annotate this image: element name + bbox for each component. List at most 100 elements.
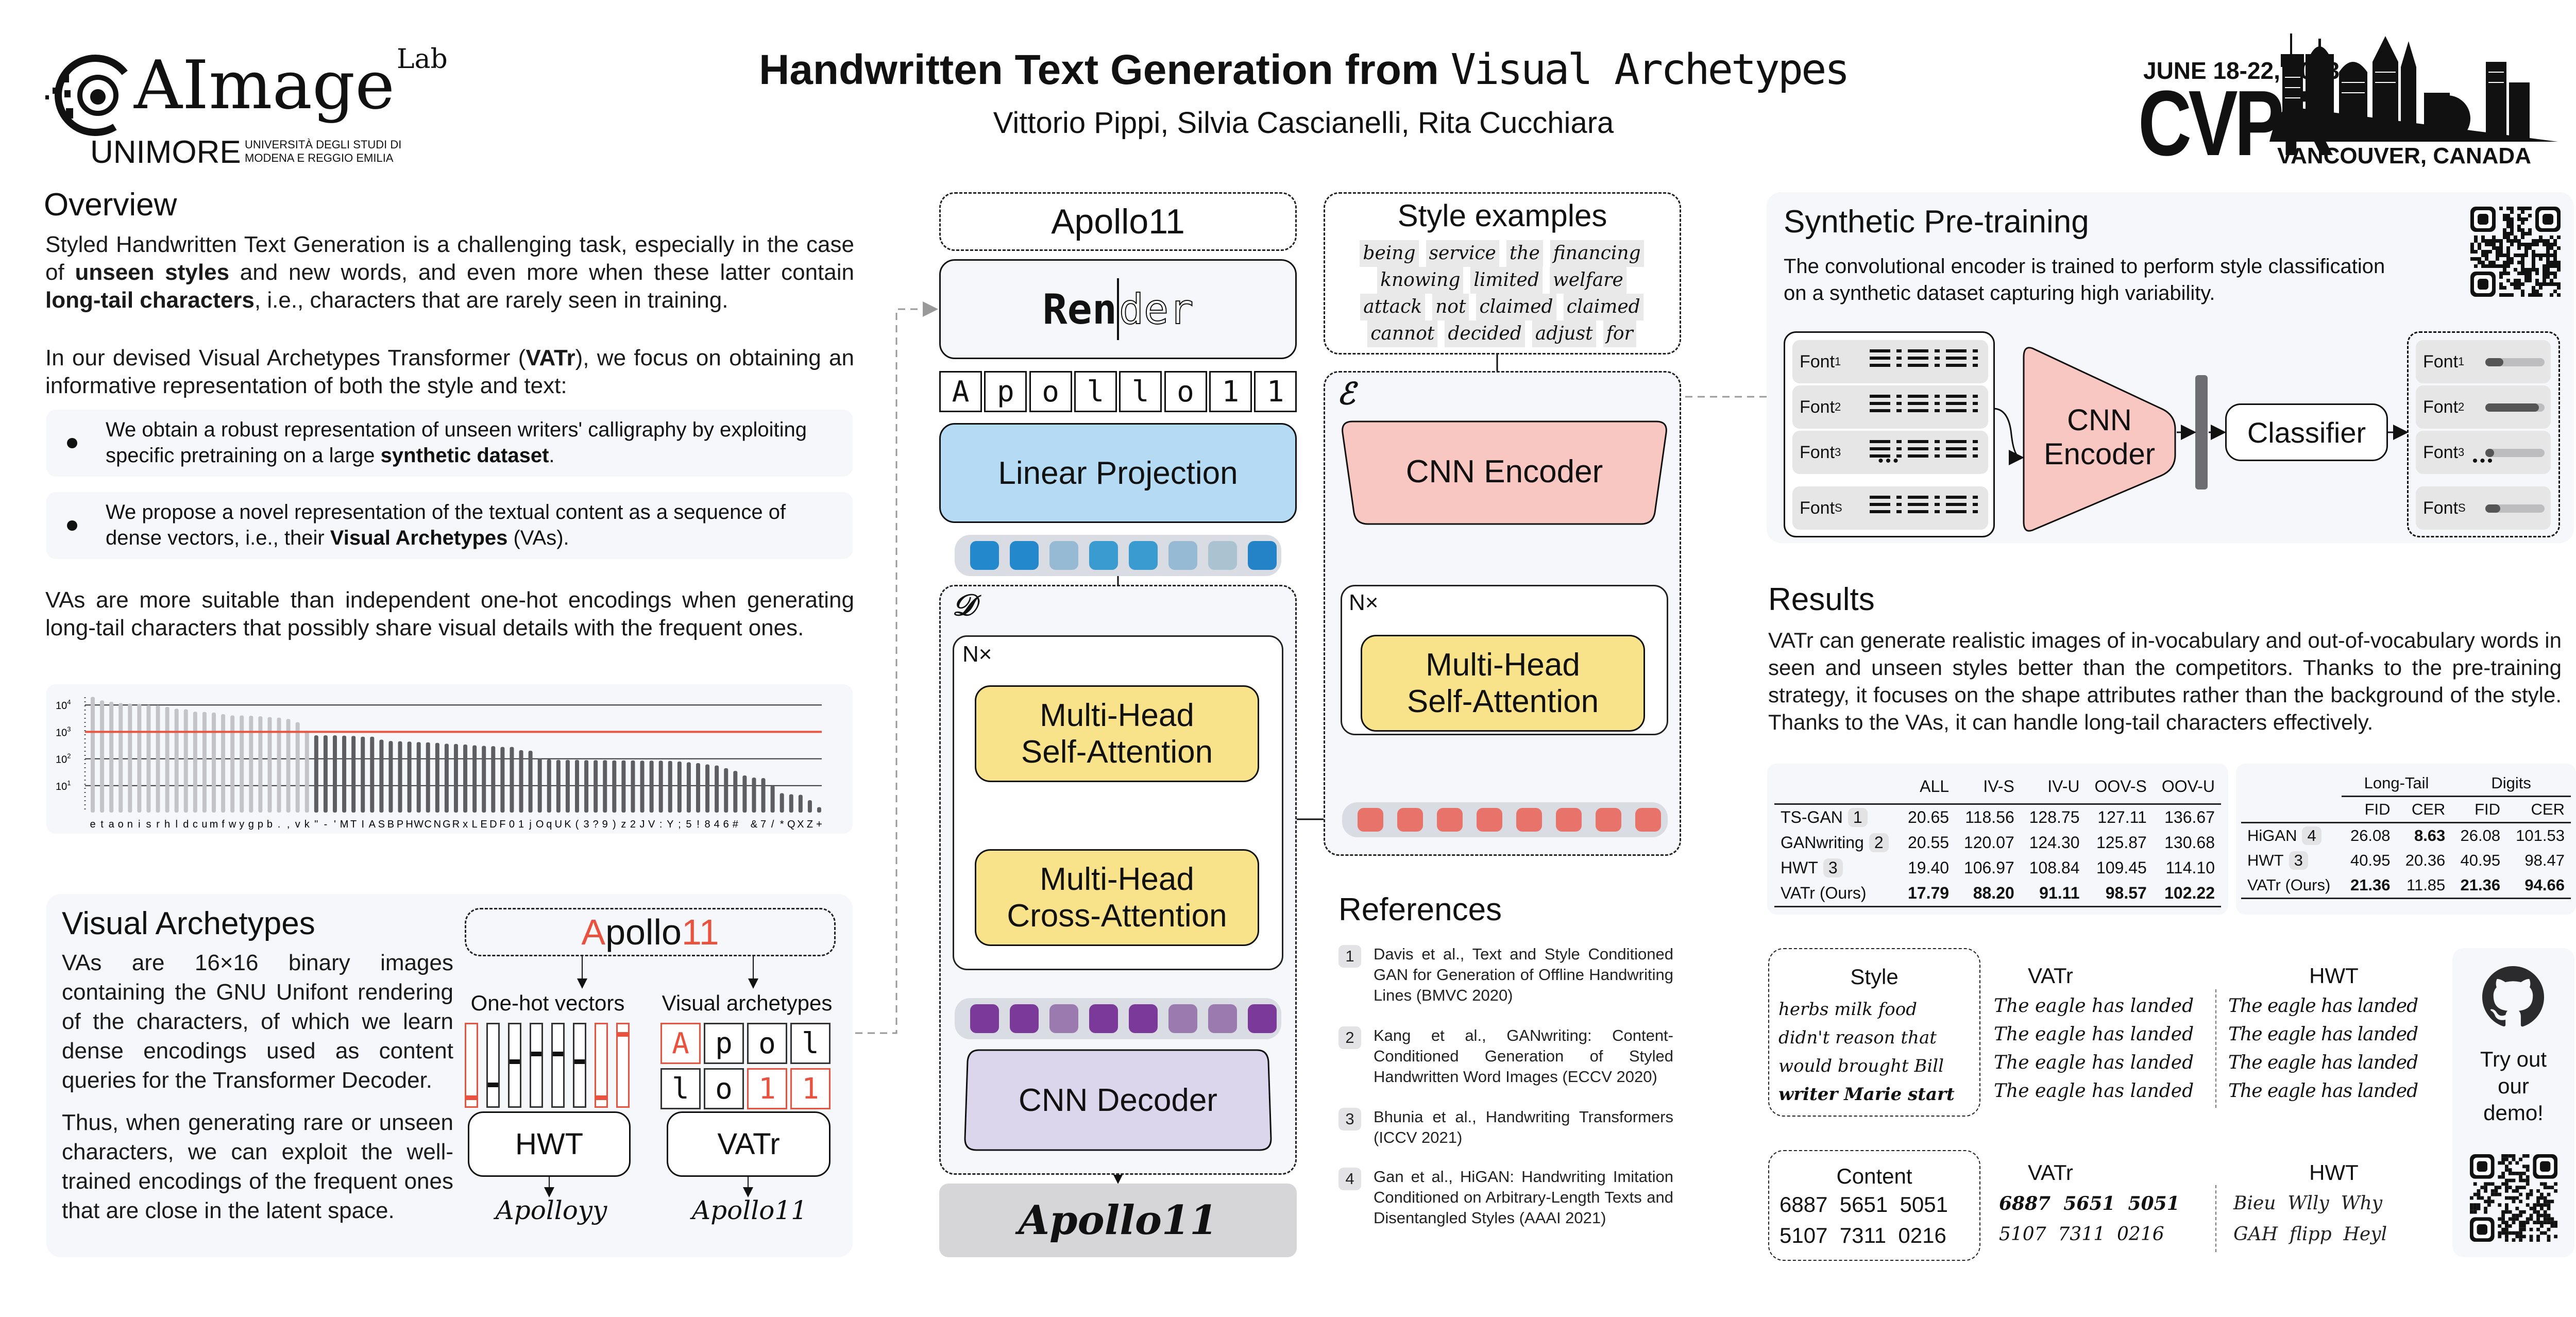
generated-output: Apollo11: [939, 1184, 1297, 1257]
emphasis-va: Visual Archetypes: [330, 527, 508, 549]
hwt-digits-row-1: Bieu Wlly Why: [2233, 1193, 2383, 1214]
chart-bar: [789, 794, 793, 813]
onehot-vector: [530, 1023, 543, 1108]
content-token-strip: [955, 535, 1281, 576]
chart-bar: [612, 760, 617, 813]
value-cell: 26.08: [2350, 826, 2391, 845]
text: .: [549, 444, 555, 467]
chart-bar: [267, 717, 272, 813]
style-word-image: claimed: [1476, 294, 1556, 320]
reference-text: Kang et al., GANwriting: Content-Conditi…: [1374, 1026, 1673, 1086]
rendered-char-box: o: [1164, 371, 1207, 412]
pretraining-heading: Synthetic Pre-training: [1784, 204, 2089, 240]
chart-bar: [463, 744, 468, 813]
chart-bar: [482, 746, 486, 813]
x-tick-label: y: [239, 819, 244, 830]
x-tick-label: 3: [584, 819, 589, 830]
text: ), we focus on obtaining an informative …: [45, 345, 854, 398]
x-tick-label: e: [90, 819, 95, 830]
chart-bar: [342, 735, 347, 813]
chart-bar: [658, 761, 663, 813]
value-cell: 125.87: [2096, 833, 2147, 852]
chart-bar: [500, 747, 505, 813]
column-header: IV-U: [2020, 774, 2086, 805]
style-word-image: claimed: [1563, 294, 1643, 320]
chart-bar: [277, 717, 281, 813]
font-label: Font: [1800, 351, 1835, 372]
value-cell: 118.56: [1965, 808, 2014, 826]
x-tick-label: ': [334, 819, 336, 830]
x-tick-label: L: [472, 819, 478, 830]
onehot-vector: [508, 1023, 521, 1108]
x-tick-label: d: [183, 819, 189, 830]
onehot-mark: [488, 1082, 498, 1087]
chart-bar: [547, 759, 551, 813]
x-tick-label: s: [146, 819, 151, 830]
text-line: [1870, 349, 1984, 352]
pretraining-text: The convolutional encoder is trained to …: [1784, 255, 2385, 305]
style-word-image: knowing: [1377, 267, 1464, 294]
onehot-mark: [596, 1095, 606, 1100]
chart-bar: [388, 741, 393, 813]
generated-sample-image: The eagle has landed: [1994, 1080, 2194, 1102]
font-index: S: [2458, 501, 2466, 514]
text-line: [1870, 510, 1984, 513]
x-tick-label: #: [733, 819, 739, 830]
chart-bar: [779, 793, 784, 813]
emphasis-unseen-styles: unseen styles: [75, 260, 230, 285]
decoder-token-strip: [955, 998, 1281, 1039]
label: Multi-Head: [1040, 862, 1194, 897]
generated-sample-image: The eagle has landed: [2228, 1052, 2418, 1073]
column-header: FID: [2451, 796, 2507, 823]
pretrain-encoder-shape: [2023, 347, 2176, 532]
demo-qr-code-icon[interactable]: [2470, 1154, 2557, 1242]
font-index: 1: [2458, 355, 2465, 368]
text: , i.e., characters that are rarely seen …: [254, 288, 728, 313]
font-index: S: [1835, 501, 1842, 514]
va-cell: p: [704, 1023, 744, 1064]
emphasis-vatr: VATr: [526, 345, 575, 370]
input-part: 11: [681, 912, 719, 952]
chart-bar: [472, 745, 477, 813]
ellipsis: •••: [1878, 452, 1901, 469]
visual-archetypes-heading: Visual Archetypes: [62, 906, 315, 941]
onehot-mark: [574, 1059, 585, 1064]
font-index: 3: [2458, 446, 2465, 459]
va-cell: A: [660, 1023, 701, 1064]
x-tick-label: B: [387, 819, 394, 830]
chart-bar: [426, 742, 430, 813]
x-tick-label: K: [564, 819, 571, 830]
chart-bar: [295, 722, 300, 813]
overview-paragraph-3: VAs are more suitable than independent o…: [45, 587, 854, 640]
chart-bar: [91, 697, 95, 813]
rendered-char-box: 1: [1254, 371, 1297, 412]
x-tick-label: V: [648, 819, 655, 830]
x-tick-label: c: [193, 819, 198, 830]
github-icon[interactable]: [2482, 966, 2544, 1028]
content-label: Content: [1836, 1164, 1912, 1188]
column-divider: [2215, 989, 2216, 1108]
chart-bar: [519, 750, 523, 813]
token: [1596, 808, 1621, 832]
value-cell: 120.07: [1963, 833, 2014, 852]
chart-bar: [696, 763, 700, 813]
chart-bar: [183, 709, 188, 813]
value-cell: 20.65: [1908, 808, 1950, 826]
chart-bar: [537, 758, 542, 813]
chart-bar: [528, 750, 533, 813]
references-heading: References: [1338, 892, 1502, 927]
x-tick-label: Q: [787, 819, 795, 830]
x-tick-label: r: [156, 819, 160, 830]
chart-bar: [798, 795, 803, 813]
chart-bar: [454, 744, 458, 813]
